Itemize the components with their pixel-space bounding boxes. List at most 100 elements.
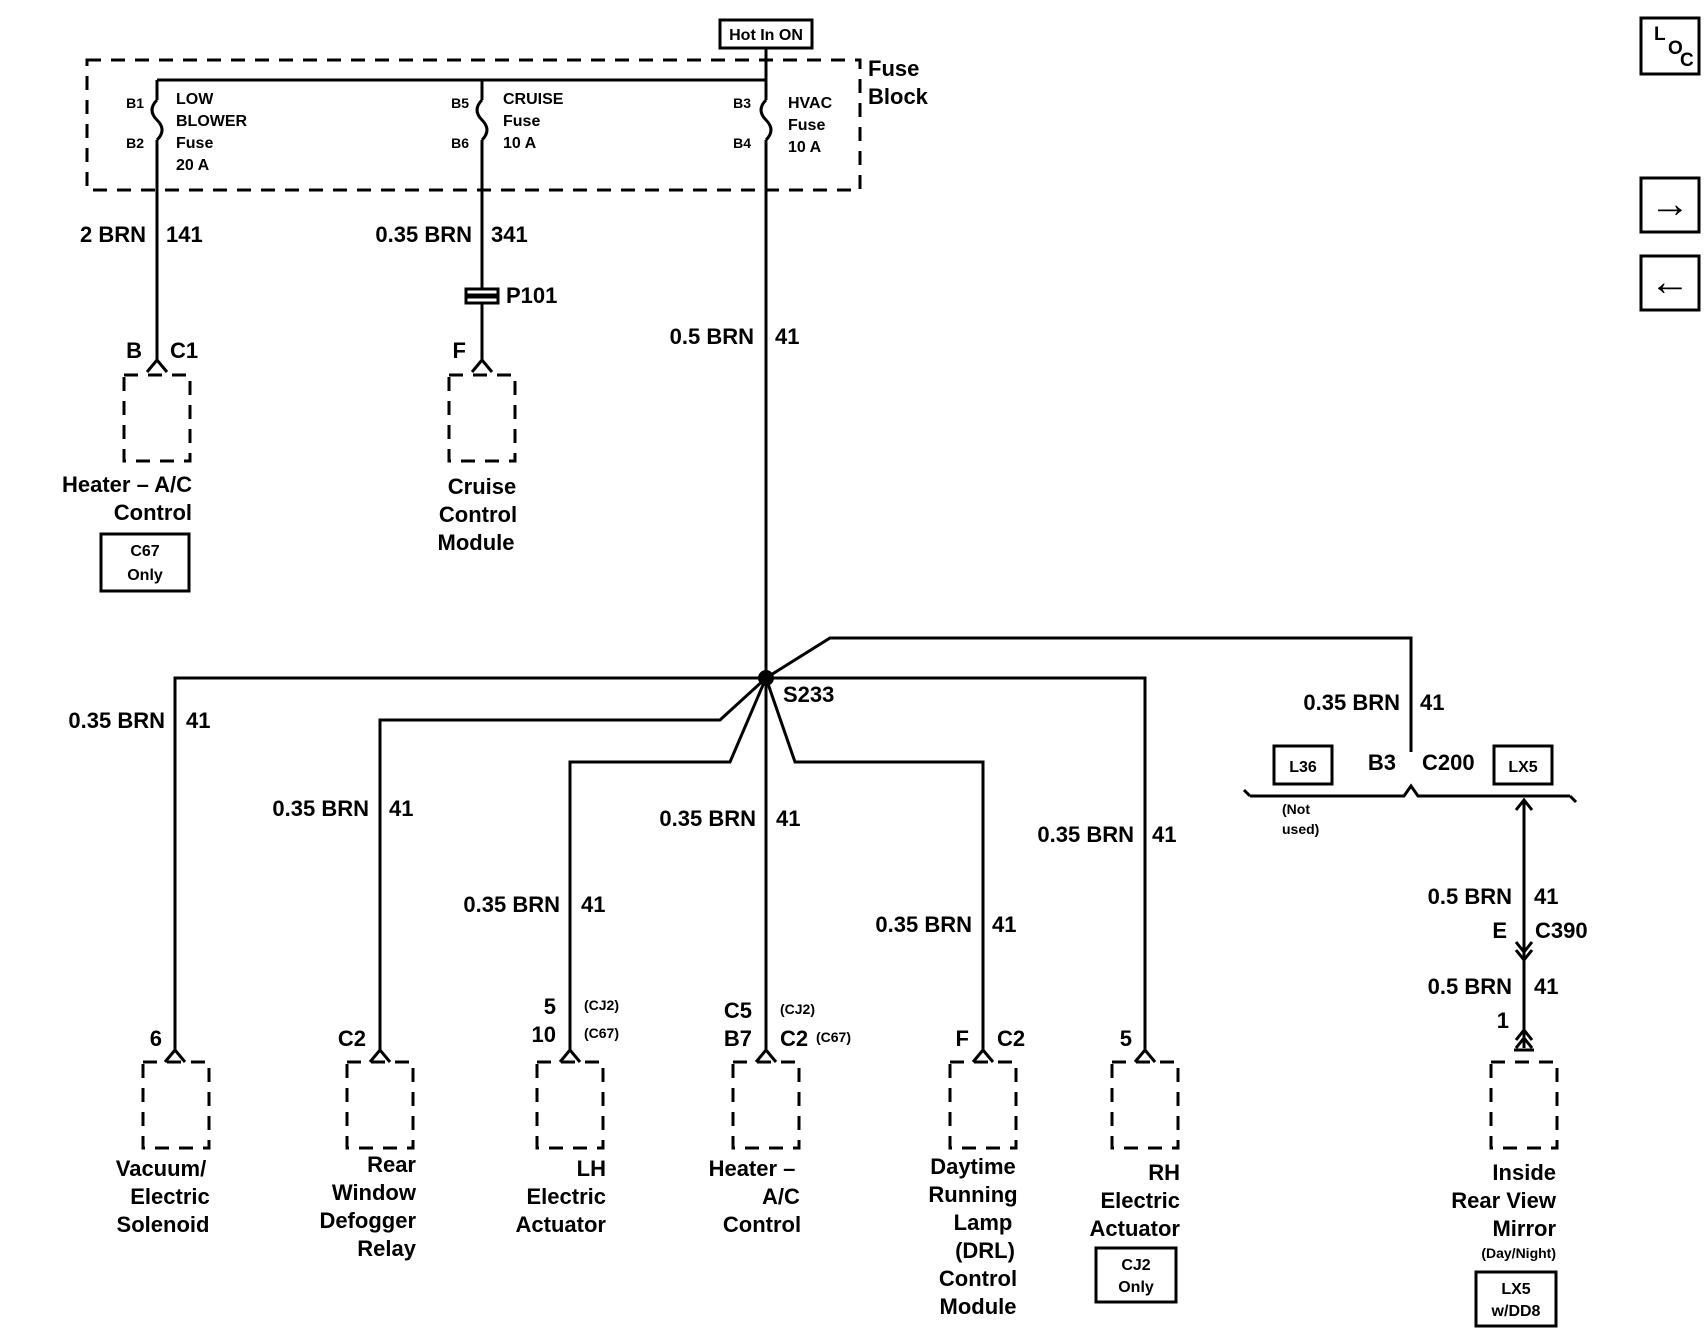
connector-pin: 10 bbox=[532, 1022, 556, 1047]
component-label: Solenoid bbox=[117, 1212, 210, 1237]
component-label: Control bbox=[939, 1266, 1017, 1291]
component-label: LH bbox=[577, 1156, 606, 1181]
component-label: Rear bbox=[367, 1152, 416, 1177]
cj2-only-badge bbox=[1094, 1246, 1178, 1304]
connector-id: C1 bbox=[170, 338, 198, 363]
fuse-label: Fuse bbox=[503, 113, 540, 130]
component-label: Electric bbox=[1101, 1188, 1181, 1213]
component-label: Electric bbox=[130, 1184, 210, 1209]
option-code: (C67) bbox=[584, 1025, 619, 1041]
previous-page-button[interactable]: ← bbox=[1639, 254, 1701, 312]
wire-gauge-label: 0.5 BRN bbox=[670, 324, 754, 349]
s233-label: S233 bbox=[783, 682, 834, 707]
option-code: (CJ2) bbox=[780, 1001, 815, 1017]
wire-gauge-label: 0.35 BRN bbox=[659, 806, 756, 831]
connector-id: C2 bbox=[997, 1026, 1025, 1051]
wire-circuit-label: 41 bbox=[1534, 884, 1558, 909]
wire-gauge-label: 0.35 BRN bbox=[272, 796, 369, 821]
connector-terminal bbox=[145, 357, 169, 373]
connector-pin: 6 bbox=[150, 1026, 162, 1051]
connector-terminal bbox=[971, 1047, 995, 1063]
back-arrow-icon: ← bbox=[1650, 260, 1690, 304]
c390-label: C390 bbox=[1535, 918, 1588, 943]
c200-connector-line bbox=[1250, 783, 1570, 798]
option-label: CJ2 bbox=[1121, 1257, 1150, 1274]
next-page-button[interactable]: → bbox=[1639, 176, 1701, 234]
connector-terminal bbox=[1514, 1027, 1534, 1049]
forward-arrow-icon: → bbox=[1650, 182, 1690, 226]
fuse-pin: B5 bbox=[451, 95, 469, 111]
lx5-badge bbox=[1492, 744, 1554, 786]
component-label: Running bbox=[928, 1182, 1017, 1207]
component-label: Defogger bbox=[319, 1208, 416, 1233]
option-label: Only bbox=[127, 567, 163, 584]
wire-circuit-label: 41 bbox=[775, 324, 799, 349]
branch-rh-actuator bbox=[766, 676, 1147, 1050]
component-label: Cruise bbox=[448, 474, 516, 499]
connector-pin: E bbox=[1492, 918, 1507, 943]
wire-gauge-label: 0.35 BRN bbox=[68, 708, 165, 733]
wire-gauge-label: 0.35 BRN bbox=[875, 912, 972, 937]
wire-circuit-label: 41 bbox=[581, 892, 605, 917]
connector-pin: B bbox=[126, 338, 142, 363]
locator-letter-c: C bbox=[1680, 50, 1694, 71]
component-label: Window bbox=[332, 1180, 417, 1205]
hot-in-on-box bbox=[718, 18, 814, 50]
c67-only-badge bbox=[99, 532, 191, 593]
fuse-block-label-2: Block bbox=[868, 84, 929, 109]
wire-circuit-label: 41 bbox=[992, 912, 1016, 937]
connector-terminal bbox=[368, 1047, 392, 1063]
component-label: Electric bbox=[527, 1184, 607, 1209]
wire-gauge-label: 0.5 BRN bbox=[1428, 974, 1512, 999]
drl-control-module-box bbox=[948, 1060, 1018, 1150]
option-label: Only bbox=[1118, 1279, 1154, 1296]
component-label: Rear View bbox=[1451, 1188, 1557, 1213]
l36-badge bbox=[1272, 744, 1334, 786]
option-label: w/DD8 bbox=[1491, 1303, 1541, 1320]
wire-circuit-label: 41 bbox=[389, 796, 413, 821]
c200-line-ends bbox=[1242, 788, 1578, 804]
lh-actuator-box bbox=[535, 1060, 605, 1150]
fuse-pin: B4 bbox=[733, 135, 751, 151]
component-label: Control bbox=[723, 1212, 801, 1237]
wire-circuit-label: 341 bbox=[491, 222, 528, 247]
fuse-pin: B1 bbox=[126, 95, 144, 111]
wire-gauge-label: 0.35 BRN bbox=[463, 892, 560, 917]
rh-actuator-box bbox=[1110, 1060, 1180, 1150]
component-label: Relay bbox=[357, 1236, 416, 1261]
p101-label: P101 bbox=[506, 283, 557, 308]
connector-terminal bbox=[754, 1047, 778, 1063]
connector-pin: B7 bbox=[724, 1026, 752, 1051]
option-label: L36 bbox=[1289, 759, 1317, 776]
component-label: A/C bbox=[762, 1184, 800, 1209]
fuse-pin: B2 bbox=[126, 135, 144, 151]
rear-defogger-relay-box bbox=[345, 1060, 415, 1150]
branch-lh-actuator bbox=[568, 677, 768, 1050]
fuse-label: HVAC bbox=[788, 95, 833, 112]
not-used-label: used) bbox=[1282, 821, 1319, 837]
inside-mirror-box bbox=[1489, 1060, 1559, 1150]
option-code: (CJ2) bbox=[584, 997, 619, 1013]
connector-pin: B3 bbox=[1368, 750, 1396, 775]
heater-ac-control-bottom-box bbox=[731, 1060, 801, 1150]
wire-circuit-label: 41 bbox=[1534, 974, 1558, 999]
vacuum-solenoid-box bbox=[141, 1060, 211, 1150]
locator-letter-l: L bbox=[1654, 24, 1666, 45]
fuse-pin: B6 bbox=[451, 135, 469, 151]
fuse-block-label: Fuse bbox=[868, 56, 919, 81]
component-label: Mirror bbox=[1492, 1216, 1556, 1241]
wire-gauge-label: 2 BRN bbox=[80, 222, 146, 247]
component-label: Control bbox=[439, 502, 517, 527]
wire-gauge-label: 0.35 BRN bbox=[1037, 822, 1134, 847]
arrow-up bbox=[1514, 797, 1534, 811]
fuse-block-outline bbox=[85, 58, 862, 192]
connector-pin: 1 bbox=[1497, 1008, 1509, 1033]
fuse-label: 10 A bbox=[788, 139, 822, 156]
c200-label: C200 bbox=[1422, 750, 1475, 775]
component-label: Heater – bbox=[709, 1156, 796, 1181]
locator-button[interactable]: L O C bbox=[1639, 16, 1701, 76]
option-label: LX5 bbox=[1508, 759, 1537, 776]
p101-connector-symbol bbox=[464, 287, 500, 297]
connector-pin: F bbox=[956, 1026, 969, 1051]
